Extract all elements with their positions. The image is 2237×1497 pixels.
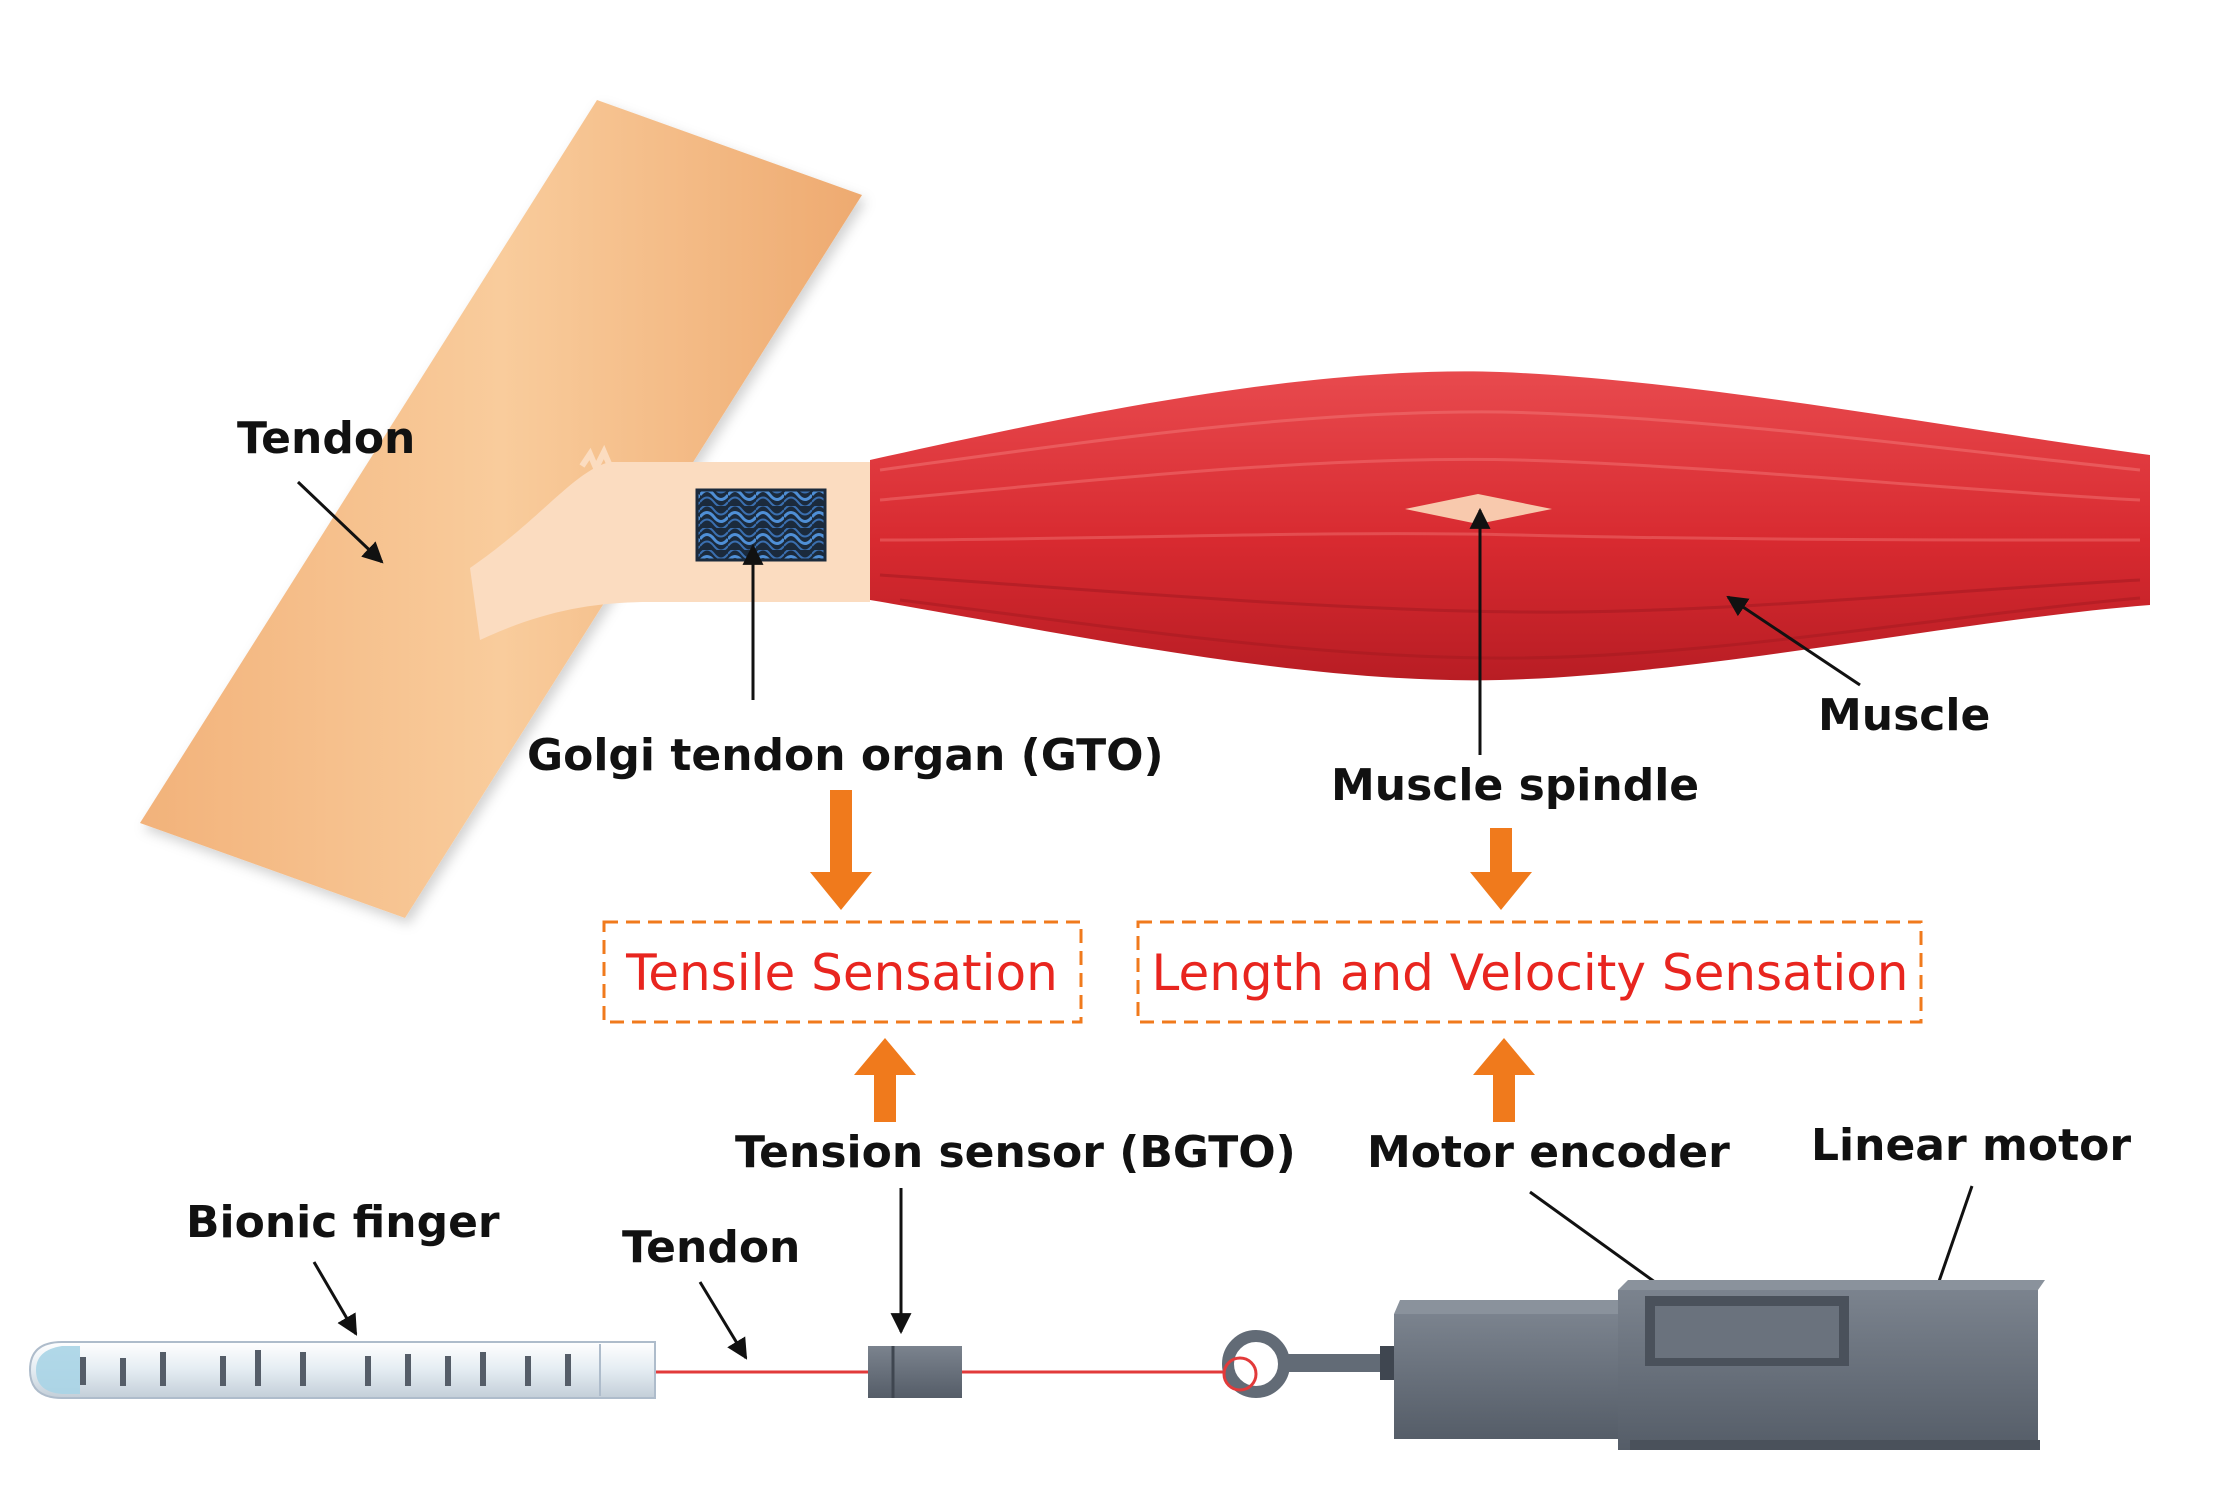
rod-end-connector — [1222, 1330, 1394, 1398]
muscle-spindle-label: Muscle spindle — [1331, 760, 1699, 811]
tensile-sensation-box — [602, 920, 1083, 1024]
tension-sensor — [868, 1346, 962, 1398]
bionic-finger-pointer — [312, 1261, 358, 1336]
tendon-bone — [140, 100, 862, 918]
tendon-bottom-label: Tendon — [622, 1222, 800, 1273]
linear-motor-label: Linear motor — [1811, 1120, 2131, 1171]
tendon-bottom-pointer — [698, 1281, 748, 1360]
gto-label: Golgi tendon organ (GTO) — [527, 730, 1164, 781]
length-velocity-label: Length and Velocity Sensation — [1151, 944, 1908, 1002]
bionic-finger-label: Bionic finger — [186, 1197, 500, 1248]
muscle-label: Muscle — [1818, 690, 1990, 741]
tendon-top-pointer — [296, 480, 384, 564]
sensor-to-tensile-arrow — [854, 1038, 916, 1122]
tensile-sensation-label: Tensile Sensation — [625, 944, 1058, 1002]
encoder-to-length-arrow — [1473, 1038, 1535, 1122]
spindle-to-length-arrow — [1470, 828, 1532, 910]
muscle-pointer — [1726, 595, 1861, 687]
gto-to-tensile-arrow — [810, 790, 872, 910]
gto-sensor-patch — [695, 488, 827, 562]
motor-encoder — [1645, 1296, 1849, 1366]
motor-encoder-label: Motor encoder — [1367, 1127, 1730, 1178]
length-velocity-box — [1136, 920, 1923, 1024]
tension-sensor-label: Tension sensor (BGTO) — [735, 1127, 1296, 1178]
bionic-finger — [28, 1341, 656, 1399]
muscle-body — [870, 371, 2150, 681]
tendon-top-label: Tendon — [237, 413, 415, 464]
